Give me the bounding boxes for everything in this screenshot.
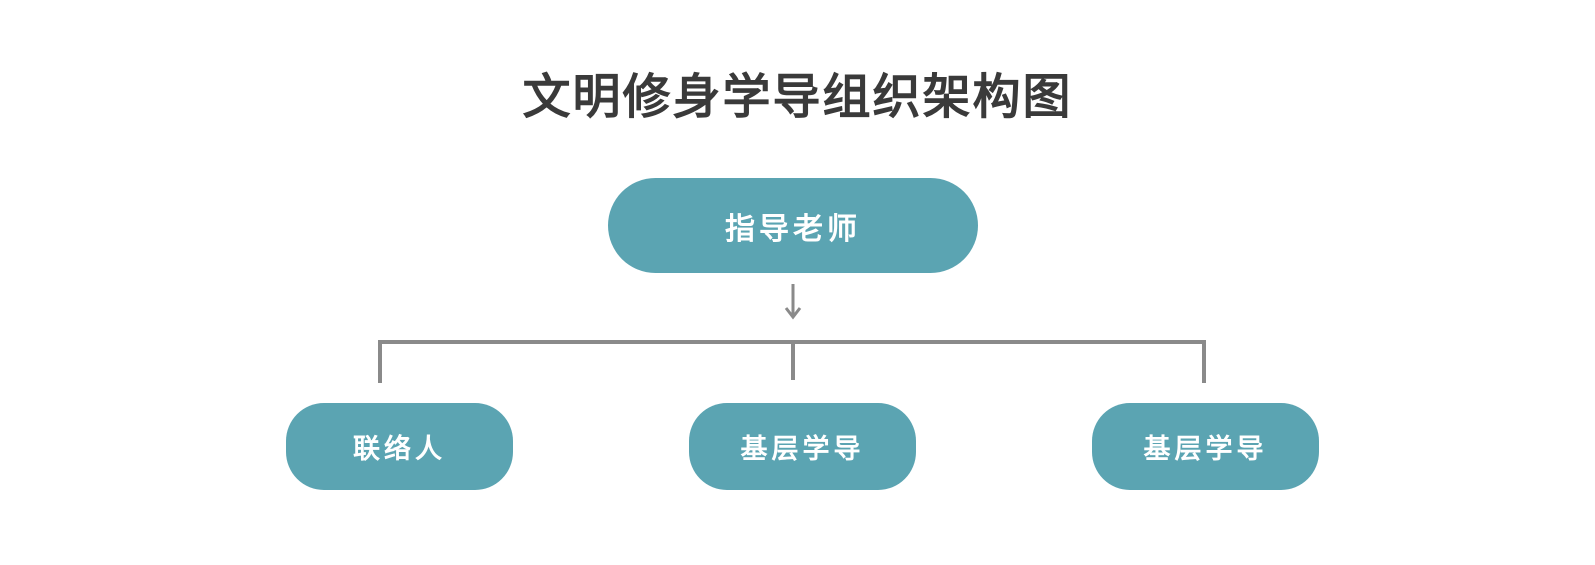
node-grassroots-guide-1: 基层学导	[689, 403, 916, 490]
node-grassroots-guide-1-label: 基层学导	[740, 434, 865, 465]
root-arrow-head	[784, 307, 802, 320]
node-liaison: 联络人	[286, 403, 513, 490]
node-grassroots-guide-2-label: 基层学导	[1143, 434, 1268, 465]
node-advisor: 指导老师	[608, 178, 978, 273]
chart-title: 文明修身学导组织架构图	[522, 69, 1073, 125]
node-liaison-label: 联络人	[353, 434, 446, 465]
node-advisor-label: 指导老师	[725, 211, 861, 247]
node-grassroots-guide-2: 基层学导	[1092, 403, 1319, 490]
